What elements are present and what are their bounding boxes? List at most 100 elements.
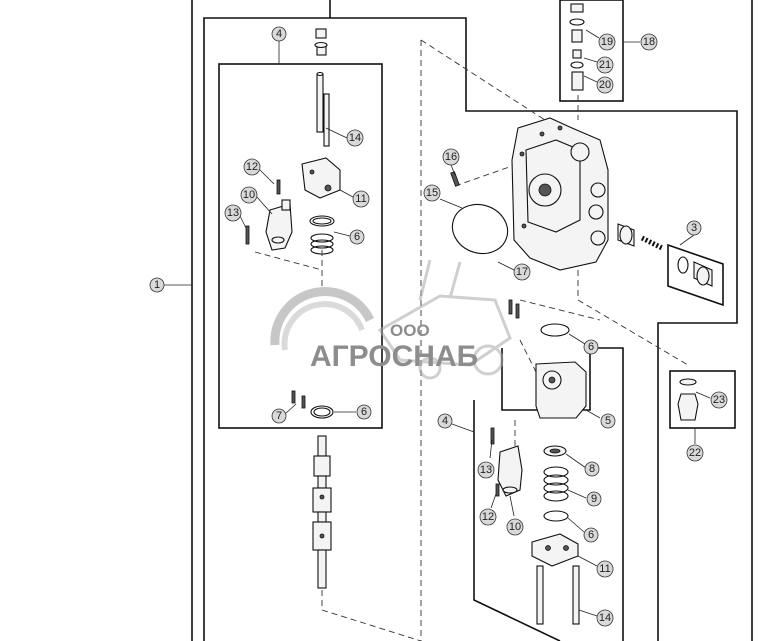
screw-12-right xyxy=(495,483,500,497)
callout-6-left-b: 6 xyxy=(356,404,372,420)
svg-text:14: 14 xyxy=(349,132,361,144)
screw-13-right xyxy=(490,427,495,445)
dashed-guides xyxy=(254,39,689,641)
solenoid-10-right xyxy=(497,445,523,497)
leader-lines xyxy=(163,29,711,617)
spool-kit-frame-left xyxy=(218,63,383,429)
svg-text:14: 14 xyxy=(599,612,611,624)
valve-body xyxy=(511,117,609,271)
spring-left xyxy=(310,233,334,255)
callout-12-left: 12 xyxy=(243,158,261,176)
watermark-line2: АГРОСНАБ xyxy=(310,340,478,373)
svg-text:6: 6 xyxy=(354,231,360,243)
callout-9: 9 xyxy=(586,491,602,507)
callout-7: 7 xyxy=(271,408,287,424)
svg-text:9: 9 xyxy=(591,493,597,505)
callout-11-right: 11 xyxy=(596,560,614,578)
callout-8: 8 xyxy=(584,461,600,477)
oring-6-left-b xyxy=(310,405,334,419)
callout-6-left-a: 6 xyxy=(349,229,365,245)
svg-text:8: 8 xyxy=(589,463,595,475)
svg-text:6: 6 xyxy=(588,341,594,353)
callout-13-left: 13 xyxy=(224,204,242,222)
cover-11-left xyxy=(301,157,341,199)
callout-14-left: 14 xyxy=(346,129,364,147)
callout-19: 19 xyxy=(598,33,616,51)
callout-21: 21 xyxy=(596,56,614,74)
screw-16 xyxy=(450,171,460,187)
svg-text:11: 11 xyxy=(355,193,366,205)
oring-6-right-b xyxy=(543,510,569,522)
cap-top-left xyxy=(314,28,328,56)
screws-7 xyxy=(291,390,306,409)
cover-5 xyxy=(535,361,587,419)
svg-text:13: 13 xyxy=(227,207,239,219)
svg-text:15: 15 xyxy=(426,187,438,199)
svg-text:21: 21 xyxy=(599,59,611,71)
detail-frame-22 xyxy=(669,370,736,429)
svg-text:18: 18 xyxy=(643,36,655,48)
callout-12-right: 12 xyxy=(479,508,497,526)
svg-text:11: 11 xyxy=(599,563,610,575)
oring-15 xyxy=(451,203,509,255)
spool-left xyxy=(312,435,332,589)
callout-6-right-b: 6 xyxy=(583,527,599,543)
detail-frame-18 xyxy=(559,0,624,102)
callout-20: 20 xyxy=(596,76,614,94)
svg-text:4: 4 xyxy=(442,415,448,427)
watermark-logo xyxy=(270,259,512,380)
callout-15: 15 xyxy=(423,184,441,202)
svg-text:4: 4 xyxy=(276,28,282,40)
svg-text:6: 6 xyxy=(588,529,594,541)
svg-text:6: 6 xyxy=(361,406,367,418)
detail-3-parts xyxy=(617,223,713,287)
callout-13-right: 13 xyxy=(477,461,495,479)
svg-text:23: 23 xyxy=(713,394,725,406)
watermark-line1: ООО xyxy=(390,321,430,340)
spring-9 xyxy=(543,466,569,502)
ring-8 xyxy=(543,445,567,457)
svg-text:12: 12 xyxy=(246,161,258,173)
callout-16: 16 xyxy=(442,148,460,166)
svg-text:16: 16 xyxy=(445,151,457,163)
screw-13-left xyxy=(245,225,250,245)
callout-10-right: 10 xyxy=(506,518,524,536)
callout-4-left: 4 xyxy=(271,26,287,42)
callout-23: 23 xyxy=(710,391,728,409)
callout-4-right: 4 xyxy=(437,413,453,429)
screws-right xyxy=(508,299,520,319)
svg-text:7: 7 xyxy=(276,410,282,422)
callout-17: 17 xyxy=(513,263,531,281)
svg-text:12: 12 xyxy=(482,511,494,523)
svg-text:5: 5 xyxy=(605,415,611,427)
detail-22-parts xyxy=(677,378,699,421)
svg-text:19: 19 xyxy=(601,36,613,48)
oring-6-left-a xyxy=(309,215,335,227)
outer-frame xyxy=(191,0,753,641)
svg-text:3: 3 xyxy=(691,222,697,234)
pin-14-left xyxy=(316,71,330,147)
pins-14-right xyxy=(536,565,580,625)
svg-text:13: 13 xyxy=(480,464,492,476)
detail-18-parts xyxy=(569,3,585,91)
callout-10-left: 10 xyxy=(240,186,258,204)
solenoid-10-left xyxy=(265,199,293,251)
svg-text:22: 22 xyxy=(689,447,701,459)
svg-text:17: 17 xyxy=(516,266,528,278)
detail-frame-3 xyxy=(667,243,724,307)
callout-5: 5 xyxy=(600,413,616,429)
callout-18: 18 xyxy=(640,33,658,51)
svg-text:20: 20 xyxy=(599,79,611,91)
assembly-frame xyxy=(203,0,738,641)
screw-12-left xyxy=(276,179,281,195)
cover-11-right xyxy=(531,533,579,567)
callout-11-left: 11 xyxy=(352,190,370,208)
svg-text:10: 10 xyxy=(243,189,255,201)
svg-text:1: 1 xyxy=(154,279,160,291)
callout-14-right: 14 xyxy=(596,609,614,627)
callout-3: 3 xyxy=(686,220,702,236)
svg-text:10: 10 xyxy=(509,521,521,533)
oring-6-right-a xyxy=(540,323,570,337)
callout-6-right-a: 6 xyxy=(583,339,599,355)
